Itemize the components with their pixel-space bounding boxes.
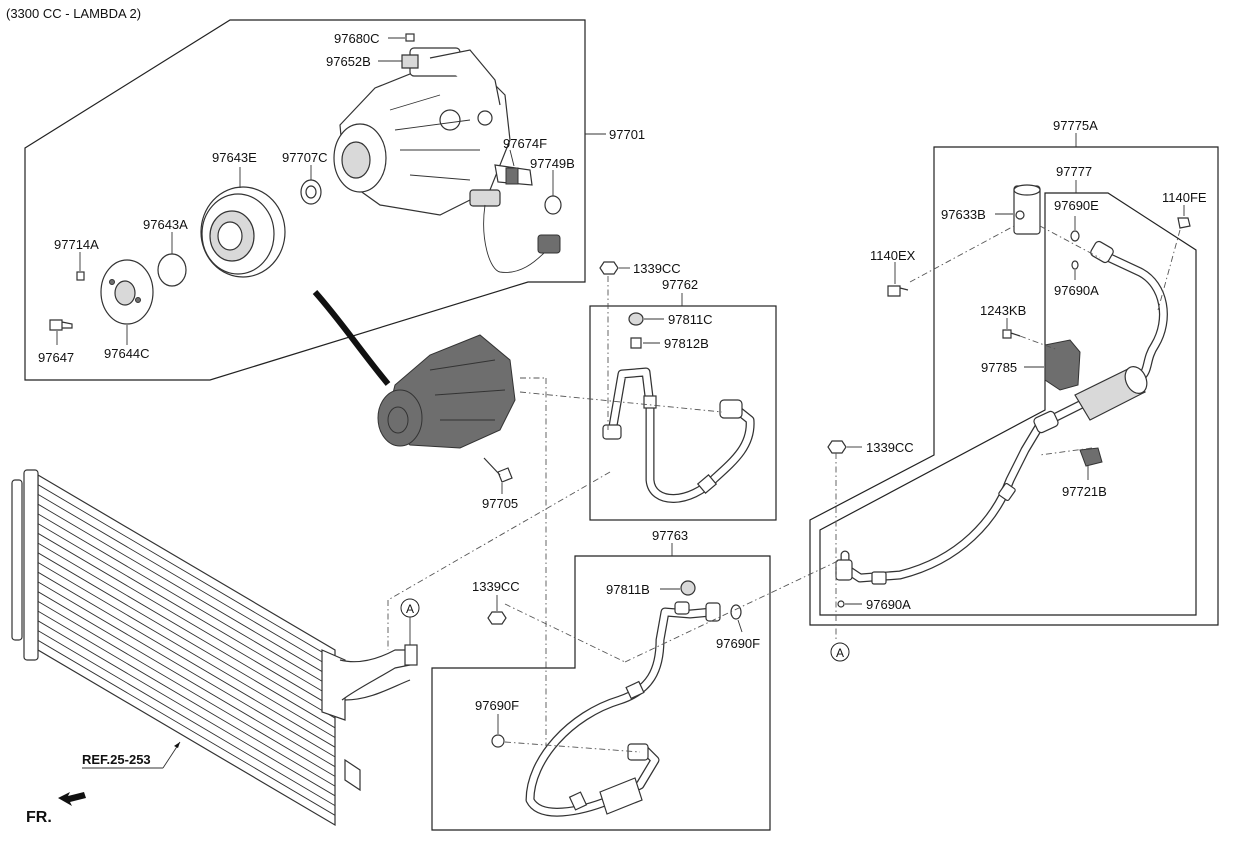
label-97701: 97701	[609, 127, 645, 142]
label-97749B: 97749B	[530, 156, 575, 171]
bolt-97714A	[76, 252, 85, 281]
ref-note-text: REF.25-253	[82, 752, 151, 767]
hose-97762-group: 97762 1339CC 97811C 97812B	[589, 261, 777, 521]
label-97690A-lower: 97690A	[866, 597, 911, 612]
front-direction-indicator: FR.	[26, 792, 86, 826]
label-1140FE: 1140FE	[1162, 190, 1207, 205]
label-97633B: 97633B	[941, 207, 986, 222]
hose-97763-group: 97763 1339CC 97811B 97690F 97690F	[431, 528, 771, 831]
sensor-97721B	[1079, 447, 1103, 480]
assembly-pointer-arrow	[312, 290, 391, 386]
diagram-title: (3300 CC - LAMBDA 2)	[6, 6, 141, 21]
bracket-97652B	[378, 54, 419, 69]
svg-text:A: A	[836, 646, 844, 660]
ref-note: REF.25-253	[82, 741, 181, 769]
marker-a-left: A	[400, 598, 420, 645]
bolt-1243KB	[1002, 329, 1021, 339]
label-97690F-right: 97690F	[716, 636, 760, 651]
bolt-1140FE	[1177, 217, 1191, 229]
nut-1339CC-right	[827, 440, 847, 454]
label-97690F-left: 97690F	[475, 698, 519, 713]
label-97680C: 97680C	[334, 31, 380, 46]
label-1339CC-top: 1339CC	[633, 261, 681, 276]
label-97811C: 97811C	[668, 312, 713, 327]
label-97705: 97705	[482, 496, 518, 511]
box-97777-inner	[819, 192, 1197, 616]
label-1243KB: 1243KB	[980, 303, 1026, 318]
bracket-97785	[1024, 339, 1081, 391]
snapring-97643A	[157, 232, 187, 287]
oring-97690A-upper	[1071, 260, 1079, 270]
compressor-assembly-box	[24, 19, 586, 381]
label-97707C: 97707C	[282, 150, 328, 165]
label-97785: 97785	[981, 360, 1017, 375]
bolt-1140EX	[887, 285, 909, 297]
condenser	[11, 469, 418, 827]
label-97643E: 97643E	[212, 150, 257, 165]
oring-97690F-left	[491, 734, 505, 748]
label-97763: 97763	[652, 528, 688, 543]
compressor-assembled	[377, 334, 516, 494]
nut-1339CC-top	[599, 261, 619, 275]
liquid-line-97777	[840, 243, 1168, 583]
marker-a-right: A	[830, 642, 850, 662]
cap-97811B	[680, 580, 696, 596]
cap-97811C	[628, 312, 644, 326]
label-97811B: 97811B	[606, 582, 650, 597]
label-1339CC-right: 1339CC	[866, 440, 914, 455]
oring-97690F-right	[730, 604, 742, 620]
label-97762: 97762	[662, 277, 698, 292]
label-97643A: 97643A	[143, 217, 188, 232]
box-97775A-outer	[809, 146, 1219, 626]
label-97812B: 97812B	[664, 336, 709, 351]
liquid-line-97775A-group: 97775A 97777 97633B 97690E 97690A 1140FE…	[809, 118, 1219, 626]
label-97644C: 97644C	[104, 346, 150, 361]
ring-97707C	[300, 165, 322, 205]
label-97777: 97777	[1056, 164, 1092, 179]
label-97714A: 97714A	[54, 237, 99, 252]
label-97690E: 97690E	[1054, 198, 1099, 213]
hose-97762	[607, 367, 755, 503]
label-1339CC-mid: 1339CC	[472, 579, 520, 594]
pulley-97643E	[200, 167, 286, 278]
label-97674F: 97674F	[503, 136, 547, 151]
svg-text:A: A	[406, 602, 414, 616]
bolt-97647	[49, 319, 73, 345]
switch-97674F	[469, 149, 561, 273]
front-label: FR.	[26, 809, 52, 826]
hose-97763-box	[431, 555, 771, 831]
condenser-fins	[37, 484, 336, 816]
expansion-valve-97633B	[995, 184, 1041, 235]
connection-lines	[387, 225, 1181, 753]
oring-97690E	[1070, 230, 1080, 242]
label-97690A-upper: 97690A	[1054, 283, 1099, 298]
label-97721B: 97721B	[1062, 484, 1107, 499]
label-97647: 97647	[38, 350, 74, 365]
compressor-exploded-group: 97701 97680C 97652B	[24, 19, 645, 381]
hose-97763	[525, 607, 717, 817]
label-97652B: 97652B	[326, 54, 371, 69]
oring-97749B	[544, 170, 562, 215]
hose-97762-box	[589, 305, 777, 521]
bolt-97680C	[388, 33, 415, 42]
label-1140EX: 1140EX	[870, 248, 916, 263]
cap-97812B	[630, 337, 642, 349]
label-97775A: 97775A	[1053, 118, 1098, 133]
nut-1339CC-mid	[487, 611, 507, 625]
clutch-97644C	[100, 259, 154, 345]
front-arrow-icon	[58, 792, 86, 806]
oring-97690A-lower	[837, 600, 845, 608]
